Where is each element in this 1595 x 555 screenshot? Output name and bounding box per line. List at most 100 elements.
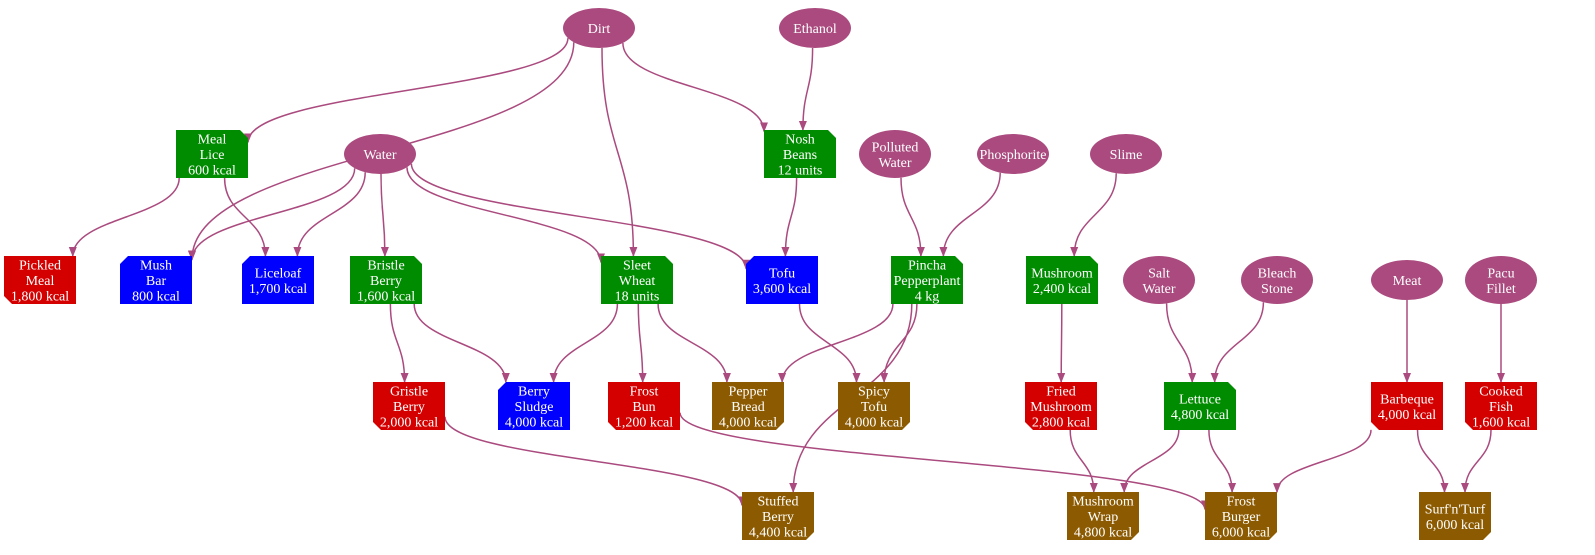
water-ellipse bbox=[344, 134, 416, 174]
nosh-beans-label-line: Nosh bbox=[785, 133, 815, 148]
pepper-bread-label-line: Pepper bbox=[729, 385, 768, 400]
polluted-water-ellipse bbox=[859, 130, 931, 178]
berry-sludge-label-line: Berry bbox=[518, 385, 550, 400]
lettuce-label-line: 4,800 kcal bbox=[1171, 408, 1229, 423]
tofu-label-line: Tofu bbox=[769, 266, 795, 281]
node-meat: Meat bbox=[1371, 260, 1443, 300]
pepper-bread-label-line: Bread bbox=[731, 400, 764, 415]
tofu-box bbox=[746, 256, 818, 304]
mushroom-box bbox=[1026, 256, 1098, 304]
cooked-fish-label-line: 1,600 kcal bbox=[1472, 416, 1530, 431]
gristle-berry-box bbox=[373, 382, 445, 430]
liceloaf-label-line: 1,700 kcal bbox=[249, 282, 307, 297]
fried-mushroom-label-line: Fried bbox=[1046, 385, 1076, 400]
bristle-berry-box bbox=[350, 256, 422, 304]
polluted-water-label-line: Polluted bbox=[872, 140, 919, 155]
phosphorite-label-line: Phosphorite bbox=[980, 148, 1047, 163]
lettuce-label-line: Lettuce bbox=[1179, 392, 1221, 407]
frost-burger-label-line: Frost bbox=[1227, 495, 1256, 510]
edge-barbeque-to-surf-n-turf bbox=[1416, 429, 1449, 493]
bristle-berry-label-line: Berry bbox=[370, 274, 402, 289]
meat-label-line: Meat bbox=[1393, 274, 1422, 289]
liceloaf-label-line: Liceloaf bbox=[255, 266, 302, 281]
edge-water-to-tofu bbox=[410, 163, 750, 270]
salt-water-label-line: Salt bbox=[1148, 266, 1170, 281]
pacu-fillet-ellipse bbox=[1465, 256, 1537, 304]
sleet-wheat-label-line: 18 units bbox=[615, 290, 660, 305]
edge-fried-mushroom-to-mushroom-wrap bbox=[1069, 429, 1098, 493]
frost-burger-label-line: 6,000 kcal bbox=[1212, 526, 1270, 541]
water-label-line: Water bbox=[363, 148, 396, 163]
edge-pincha-to-pepper-bread bbox=[778, 303, 894, 383]
pacu-fillet-label-line: Fillet bbox=[1486, 282, 1516, 297]
node-slime: Slime bbox=[1090, 134, 1162, 174]
pacu-fillet-label-line: Pacu bbox=[1487, 266, 1514, 281]
nosh-beans-label-line: 12 units bbox=[778, 164, 823, 179]
frost-bun-box bbox=[608, 382, 680, 430]
meat-ellipse bbox=[1371, 260, 1443, 300]
node-phosphorite: Phosphorite bbox=[977, 134, 1049, 174]
liceloaf-box bbox=[242, 256, 314, 304]
edge-lettuce-to-frost-burger bbox=[1208, 429, 1237, 493]
edge-polluted-water-to-pincha bbox=[900, 177, 925, 257]
edge-sleet-wheat-to-berry-sludge bbox=[549, 303, 619, 383]
edge-meal-lice-to-liceloaf bbox=[223, 177, 270, 257]
surf-n-turf-label-line: 6,000 kcal bbox=[1426, 518, 1484, 533]
mushroom-wrap-box bbox=[1067, 492, 1139, 540]
berry-sludge-label-line: Sludge bbox=[515, 400, 554, 415]
spicy-tofu-label-line: Tofu bbox=[861, 400, 887, 415]
pickled-meal-label-line: Meal bbox=[26, 274, 55, 289]
edge-water-to-liceloaf bbox=[293, 172, 366, 257]
barbeque-label-line: Barbeque bbox=[1380, 392, 1434, 407]
pincha-label-line: 4 kg bbox=[915, 290, 940, 305]
edge-bristle-berry-to-gristle-berry bbox=[389, 303, 409, 383]
slime-label-line: Slime bbox=[1110, 148, 1143, 163]
fried-mushroom-label-line: Mushroom bbox=[1030, 400, 1092, 415]
frost-bun-label-line: 1,200 kcal bbox=[615, 416, 673, 431]
meal-lice-label-line: Lice bbox=[200, 148, 225, 163]
edge-pincha-to-spicy-tofu bbox=[880, 303, 918, 383]
surf-n-turf-label-line: Surf'n'Turf bbox=[1425, 502, 1486, 517]
edge-lettuce-to-mushroom-wrap bbox=[1120, 429, 1180, 493]
edge-nosh-beans-to-tofu bbox=[781, 177, 798, 257]
edge-slime-to-mushroom bbox=[1070, 173, 1117, 257]
berry-sludge-box bbox=[498, 382, 570, 430]
node-water: Water bbox=[344, 134, 416, 174]
slime-ellipse bbox=[1090, 134, 1162, 174]
nosh-beans-label-line: Beans bbox=[783, 148, 817, 163]
edge-phosphorite-to-pincha bbox=[939, 172, 1001, 257]
salt-water-ellipse bbox=[1123, 256, 1195, 304]
edge-ethanol-to-nosh-beans bbox=[798, 47, 814, 131]
edge-dirt-to-nosh-beans bbox=[622, 42, 768, 133]
edge-gristle-berry-to-stuffed-berry bbox=[444, 416, 746, 507]
pickled-meal-label-line: 1,800 kcal bbox=[11, 290, 69, 305]
edge-frost-bun-to-frost-burger bbox=[679, 412, 1209, 511]
meal-lice-box bbox=[176, 130, 248, 178]
cooked-fish-label-line: Cooked bbox=[1479, 385, 1523, 400]
mushroom-wrap-label-line: Mushroom bbox=[1072, 495, 1134, 510]
meal-lice-label-line: 600 kcal bbox=[188, 164, 236, 179]
stuffed-berry-label-line: Stuffed bbox=[758, 495, 799, 510]
fried-mushroom-label-line: 2,800 kcal bbox=[1032, 416, 1090, 431]
edge-bristle-berry-to-berry-sludge bbox=[413, 303, 510, 383]
ethanol-ellipse bbox=[779, 8, 851, 48]
frost-burger-box bbox=[1205, 492, 1277, 540]
sleet-wheat-box bbox=[601, 256, 673, 304]
pincha-label-line: Pepperplant bbox=[894, 274, 961, 289]
edge-cooked-fish-to-surf-n-turf bbox=[1461, 429, 1492, 493]
spicy-tofu-label-line: 4,000 kcal bbox=[845, 416, 903, 431]
edge-bleach-stone-to-lettuce bbox=[1210, 302, 1265, 383]
mush-bar-label-line: 800 kcal bbox=[132, 290, 180, 305]
barbeque-label-line: 4,000 kcal bbox=[1378, 408, 1436, 423]
